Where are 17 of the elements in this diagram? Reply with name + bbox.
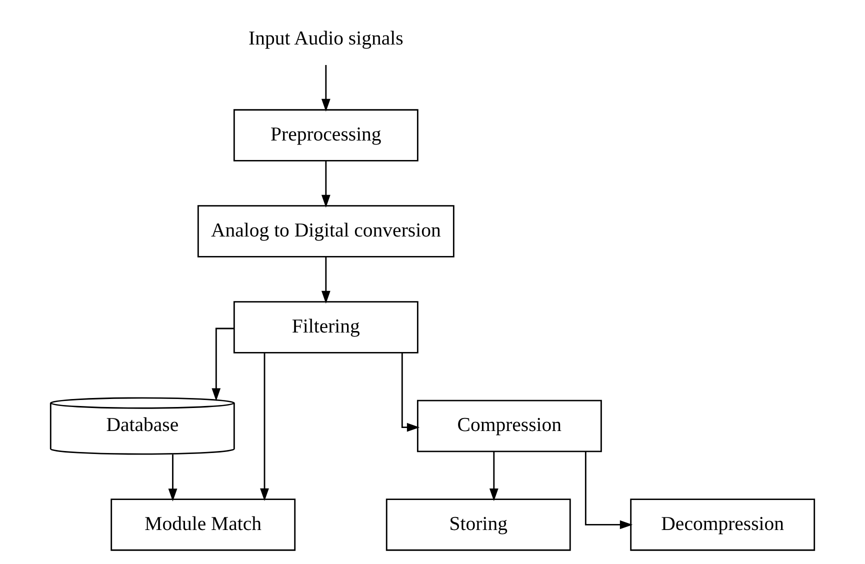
arrow (168, 454, 178, 502)
node-box: Preprocessing (233, 109, 418, 162)
arrow (321, 65, 330, 112)
node-box: Compression (416, 400, 602, 452)
arrow (489, 451, 498, 502)
node-box: Decompression (630, 498, 816, 551)
arrow (321, 161, 330, 208)
node-box: Analog to Digital conversion (197, 205, 454, 258)
arrow (584, 451, 633, 530)
arrow (212, 328, 234, 401)
node-text: Input Audio signals (248, 28, 404, 50)
arrow (401, 353, 420, 432)
node-box: Filtering (233, 301, 418, 354)
node-box: Storing (386, 498, 571, 551)
arrow (260, 353, 269, 502)
arrow (321, 257, 330, 304)
node-box: Module Match (110, 498, 296, 551)
